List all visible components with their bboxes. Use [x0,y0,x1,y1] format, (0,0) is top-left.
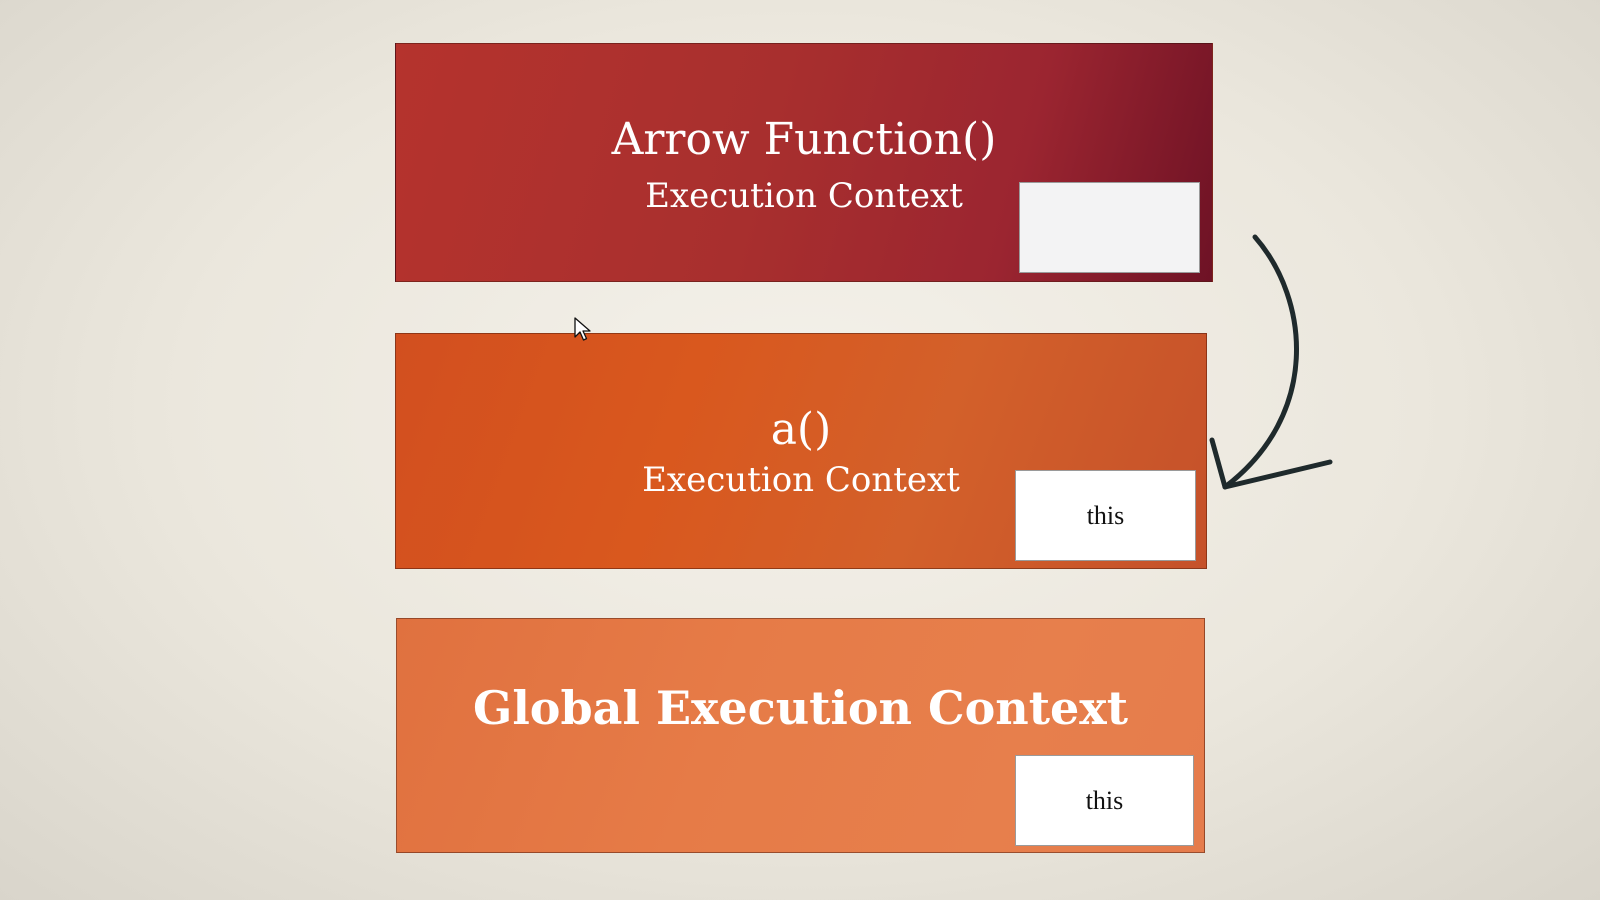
mouse-pointer-icon [574,317,591,341]
arrow-function-this-box [1019,182,1200,273]
curved-arrow-icon [1209,234,1333,490]
global-context-title: Global Execution Context [473,681,1128,735]
a-function-subtitle: Execution Context [642,460,960,500]
a-function-context-box: a() Execution Context this [395,333,1207,569]
a-function-title: a() [770,404,832,455]
global-this-box: this [1015,755,1194,846]
arrow-function-subtitle: Execution Context [645,176,963,216]
a-function-this-box: this [1015,470,1196,561]
global-context-box: Global Execution Context this [396,618,1205,853]
arrow-function-title: Arrow Function() [611,114,997,165]
arrow-function-context-box: Arrow Function() Execution Context [395,43,1213,282]
